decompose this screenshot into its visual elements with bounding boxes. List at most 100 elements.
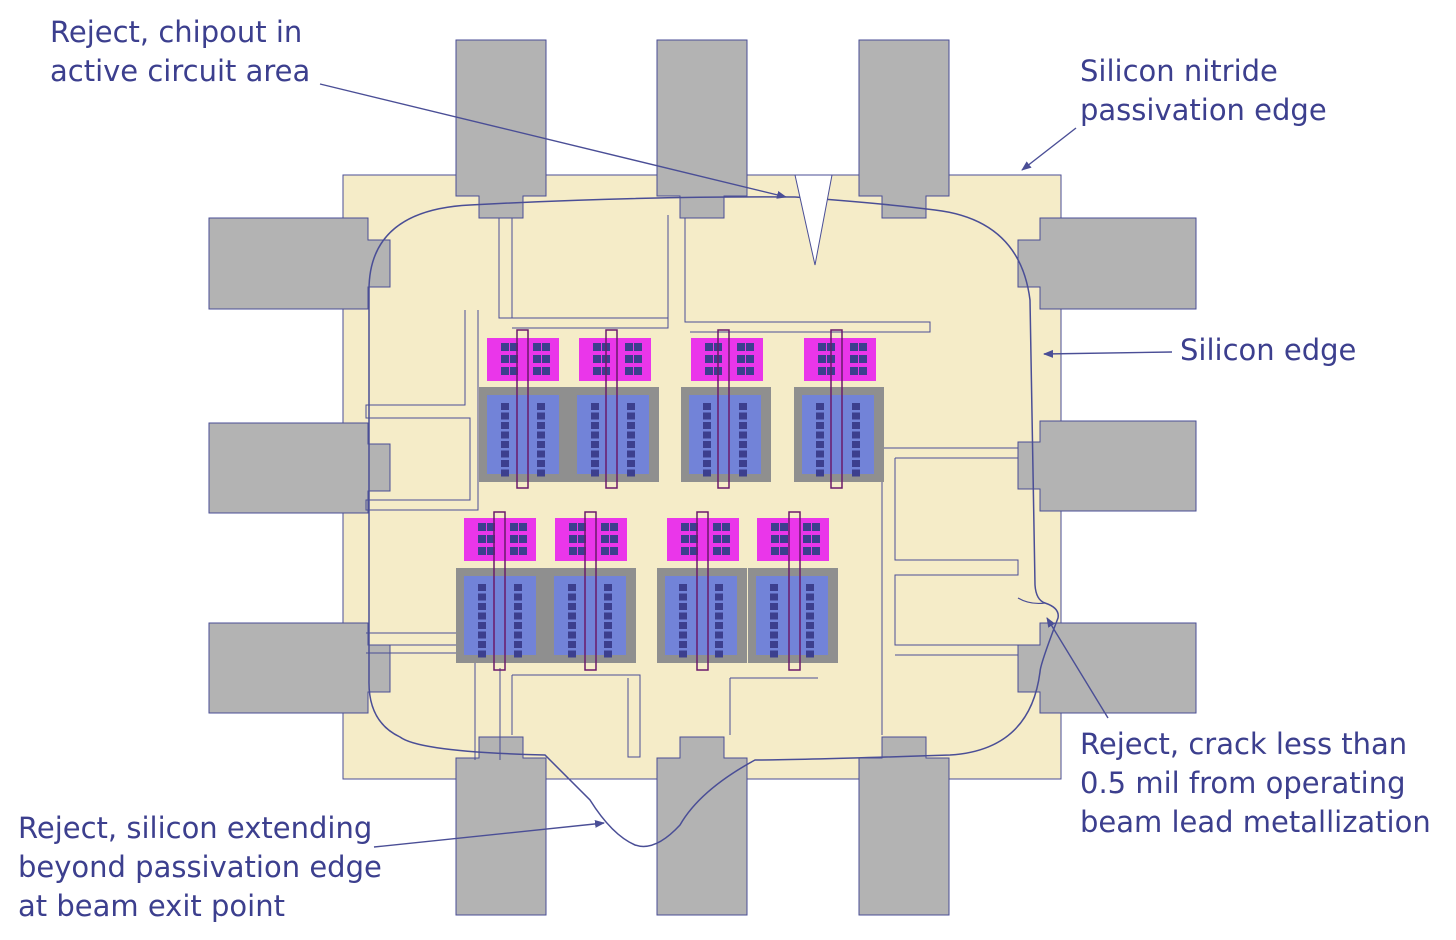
active-via-4 [852, 431, 860, 439]
gate-strip-8 [788, 511, 801, 671]
leader-crack [1046, 617, 1109, 719]
pad-via-6 [569, 523, 577, 531]
pad-via-8 [803, 547, 811, 555]
pad-via-8 [812, 535, 820, 543]
pad-via-5 [510, 523, 518, 531]
active-via-4 [852, 460, 860, 467]
beam-lead-top-2 [656, 39, 748, 219]
pad-via-1 [542, 367, 550, 375]
active-via-6 [604, 593, 612, 601]
pad-via-8 [803, 523, 811, 531]
active-via-4 [816, 431, 824, 439]
active-via-5 [478, 622, 486, 629]
gate-strip-3 [717, 329, 730, 489]
active-via-8 [806, 584, 814, 591]
blue-active-3 [689, 395, 761, 474]
pad-via-3 [705, 367, 713, 375]
active-via-6 [568, 631, 576, 639]
pad-via-3 [705, 355, 713, 363]
blue-active-7 [665, 576, 737, 655]
active-via-5 [478, 641, 486, 648]
active-via-5 [514, 612, 522, 620]
chipout-notch [794, 174, 833, 266]
active-via-3 [703, 412, 711, 420]
label-extending-line-1: Reject, silicon extending [18, 811, 373, 845]
pad-via-3 [705, 343, 713, 351]
pad-via-2 [593, 343, 601, 351]
active-via-4 [816, 403, 824, 410]
pad-via-3 [746, 355, 754, 363]
pad-via-4 [850, 367, 858, 375]
active-via-7 [715, 584, 723, 591]
active-via-4 [816, 422, 824, 429]
label-crack-line-1: Reject, crack less than [1080, 727, 1408, 761]
active-via-3 [739, 403, 747, 410]
active-via-8 [770, 612, 778, 620]
label-crack-line-2: 0.5 mil from operating [1080, 766, 1406, 800]
pad-via-1 [510, 343, 518, 351]
active-via-7 [679, 631, 687, 639]
active-via-2 [591, 412, 599, 420]
active-via-6 [604, 641, 612, 648]
active-via-8 [770, 631, 778, 639]
label-extending-line-2: beyond passivation edge [18, 850, 382, 884]
active-via-1 [537, 460, 545, 467]
active-via-8 [806, 603, 814, 610]
pad-via-5 [487, 523, 495, 531]
pad-via-8 [812, 547, 820, 555]
beam-lead-bottom-3 [858, 736, 950, 916]
pad-via-5 [510, 535, 518, 543]
pad-via-8 [771, 523, 779, 531]
beam-lead-top-1 [455, 39, 547, 219]
active-via-4 [816, 412, 824, 420]
active-via-4 [816, 460, 824, 467]
metal-traces [365, 215, 1019, 760]
leader-extending [373, 819, 605, 848]
pad-via-4 [818, 355, 826, 363]
active-via-7 [715, 612, 723, 620]
active-via-6 [604, 631, 612, 639]
active-via-2 [627, 422, 635, 429]
beam-lead-bottom-1 [455, 736, 547, 916]
pad-via-2 [634, 367, 642, 375]
active-via-2 [627, 431, 635, 439]
pad-via-2 [625, 367, 633, 375]
gate-strip-6 [584, 511, 597, 671]
pad-via-7 [681, 547, 689, 555]
active-via-4 [852, 450, 860, 458]
pad-via-6 [601, 535, 609, 543]
label-nitride-line-1: Silicon nitride [1080, 54, 1278, 88]
active-via-3 [703, 403, 711, 410]
pad-via-1 [533, 343, 541, 351]
active-via-1 [501, 469, 509, 477]
pad-via-5 [478, 523, 486, 531]
beam-leads-left [208, 217, 391, 714]
pad-via-6 [569, 535, 577, 543]
active-via-5 [478, 593, 486, 601]
pad-via-4 [850, 343, 858, 351]
label-silicon-edge: Silicon edge [1180, 331, 1356, 370]
active-via-1 [501, 422, 509, 429]
label-extending-line-3: at beam exit point [18, 889, 285, 923]
active-via-3 [703, 422, 711, 429]
label-silicon-edge-line-1: Silicon edge [1180, 333, 1357, 367]
beam-lead-right-1 [1017, 217, 1197, 310]
active-via-7 [679, 650, 687, 658]
pad-via-7 [722, 523, 730, 531]
beam-lead-left-3 [208, 622, 391, 714]
pad-via-2 [625, 355, 633, 363]
active-via-1 [537, 450, 545, 458]
pad-via-5 [487, 535, 495, 543]
active-via-1 [501, 403, 509, 410]
active-via-1 [501, 460, 509, 467]
pad-via-7 [713, 523, 721, 531]
passivation-edge [368, 196, 1059, 848]
pad-via-6 [601, 523, 609, 531]
pad-via-3 [737, 343, 745, 351]
active-via-6 [568, 641, 576, 648]
active-via-6 [604, 622, 612, 629]
active-via-2 [627, 412, 635, 420]
active-via-7 [715, 603, 723, 610]
active-via-1 [537, 412, 545, 420]
pad-via-4 [859, 355, 867, 363]
